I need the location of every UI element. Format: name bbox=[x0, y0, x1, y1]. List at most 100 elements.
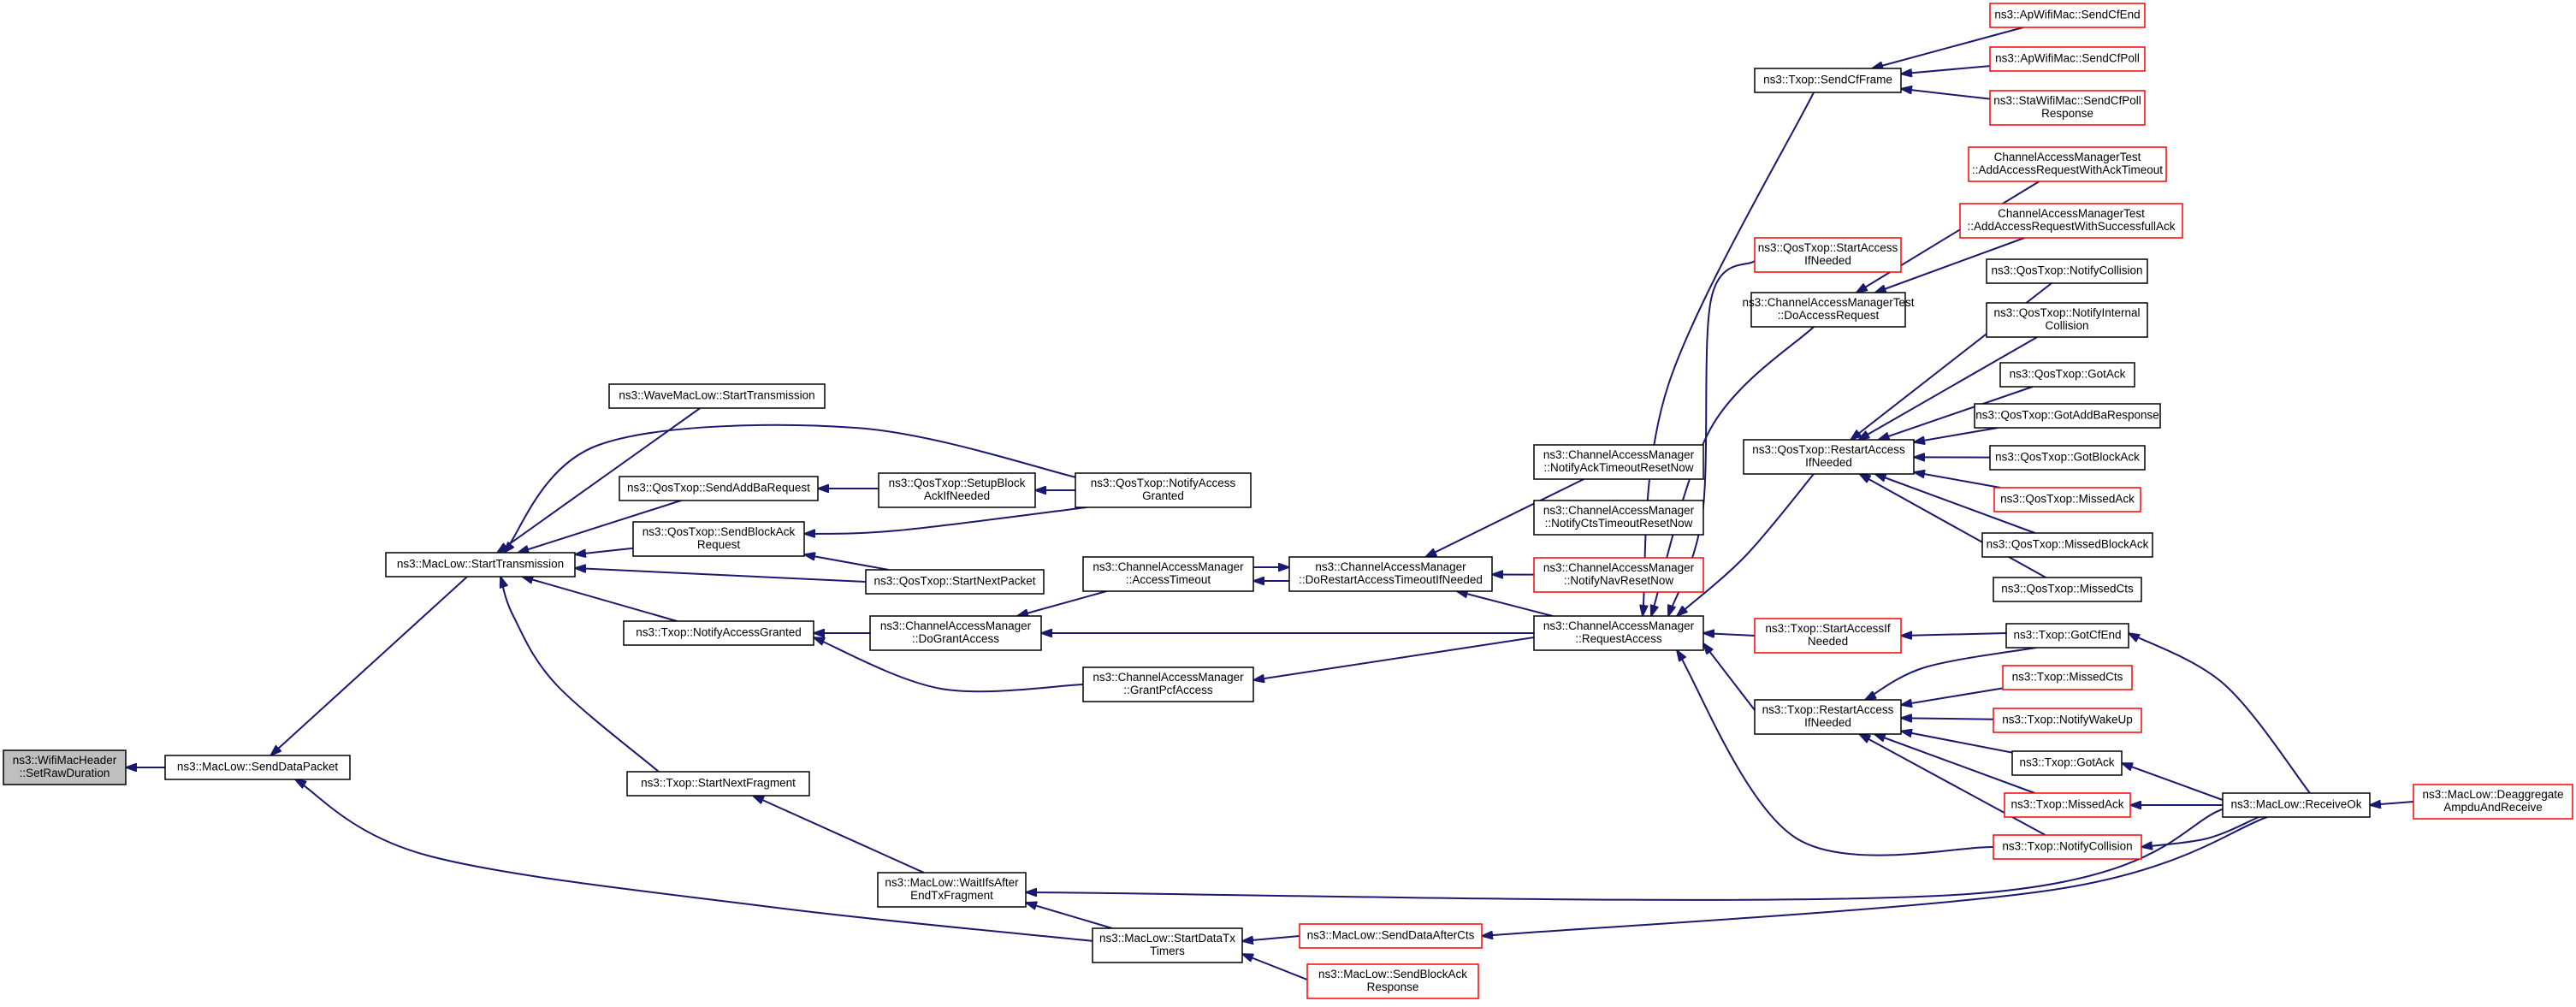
node-label: ns3::QosTxop::StartAccess bbox=[1758, 241, 1898, 254]
call-edge bbox=[1242, 935, 1300, 941]
graph-node-senddatapacket[interactable]: ns3::MacLow::SendDataPacket bbox=[164, 755, 351, 780]
graph-node-txopmissedack[interactable]: ns3::Txop::MissedAck bbox=[2004, 792, 2131, 818]
node-label: ns3::ChannelAccessManager bbox=[1315, 560, 1466, 573]
call-edge bbox=[504, 424, 1081, 553]
call-edge bbox=[753, 796, 925, 874]
node-label: ns3::WifiMacHeader bbox=[13, 754, 117, 767]
call-edge bbox=[1901, 732, 2013, 754]
node-label: EndTxFragment bbox=[910, 889, 993, 902]
call-edge bbox=[500, 577, 660, 773]
node-box bbox=[1986, 302, 2148, 338]
graph-node-qosgotaddba[interactable]: ns3::QosTxop::GotAddBaResponse bbox=[1974, 403, 2161, 429]
node-label: Request bbox=[697, 538, 741, 551]
node-box bbox=[1989, 445, 2146, 471]
node-label: ::AccessTimeout bbox=[1126, 573, 1211, 586]
call-edge bbox=[1425, 478, 1584, 557]
graph-node-camacktimeout[interactable]: ChannelAccessManagerTest::AddAccessReque… bbox=[1968, 146, 2167, 182]
graph-node-sendaddba[interactable]: ns3::QosTxop::SendAddBaRequest bbox=[619, 476, 819, 501]
node-box bbox=[1299, 923, 1483, 949]
node-label: ns3::Txop::MissedCts bbox=[2012, 671, 2123, 684]
node-box bbox=[608, 383, 826, 409]
graph-node-receiveok[interactable]: ns3::MacLow::ReceiveOk bbox=[2222, 792, 2371, 818]
node-label: ns3::Txop::NotifyCollision bbox=[2002, 840, 2132, 853]
graph-node-qosgotack[interactable]: ns3::QosTxop::GotAck bbox=[1999, 362, 2135, 388]
graph-node-qosmissedack[interactable]: ns3::QosTxop::MissedAck bbox=[1993, 487, 2141, 512]
graph-node-qosgotblockack[interactable]: ns3::QosTxop::GotBlockAck bbox=[1989, 445, 2146, 471]
node-label: ns3::MacLow::SendDataPacket bbox=[177, 761, 339, 773]
node-label: ns3::ChannelAccessManager bbox=[880, 619, 1032, 632]
graph-node-txopnotifycollision[interactable]: ns3::Txop::NotifyCollision bbox=[1993, 834, 2142, 860]
graph-node-notifyacktimeout[interactable]: ns3::ChannelAccessManager::NotifyAckTime… bbox=[1533, 444, 1704, 480]
node-label: ::AddAccessRequestWithSuccessfullAck bbox=[1967, 220, 2175, 233]
node-box bbox=[1743, 439, 1915, 475]
node-box bbox=[877, 872, 1027, 908]
node-box bbox=[385, 552, 576, 578]
node-label: ::DoAccessRequest bbox=[1778, 309, 1880, 322]
graph-node-qosnotifycollision[interactable]: ns3::QosTxop::NotifyCollision bbox=[1986, 258, 2148, 284]
call-edge bbox=[575, 547, 634, 554]
graph-node-camdoaccess[interactable]: ns3::ChannelAccessManagerTest::DoAccessR… bbox=[1742, 292, 1915, 328]
node-box bbox=[1993, 708, 2142, 733]
graph-node-apcfpoll[interactable]: ns3::ApWifiMac::SendCfPoll bbox=[1989, 46, 2146, 72]
call-edge bbox=[1901, 89, 1991, 100]
node-label: ::SetRawDuration bbox=[20, 767, 110, 779]
graph-node-wavemaclow[interactable]: ns3::WaveMacLow::StartTransmission bbox=[608, 383, 826, 409]
node-label: ns3::ChannelAccessManager bbox=[1543, 504, 1695, 517]
graph-node-qosmissedcts[interactable]: ns3::QosTxop::MissedCts bbox=[1993, 577, 2142, 602]
call-edge bbox=[518, 500, 682, 553]
graph-node-dorestart[interactable]: ns3::ChannelAccessManager::DoRestartAcce… bbox=[1288, 556, 1493, 592]
node-box bbox=[1075, 472, 1252, 508]
graph-node-qosmissedblockack[interactable]: ns3::QosTxop::MissedBlockAck bbox=[1981, 532, 2153, 558]
graph-node-sendcfframe[interactable]: ns3::Txop::SendCfFrame bbox=[1754, 68, 1902, 93]
graph-node-starttransmission[interactable]: ns3::MacLow::StartTransmission bbox=[385, 552, 576, 578]
node-box bbox=[1959, 203, 2183, 239]
node-label: ns3::MacLow::StartDataTx bbox=[1099, 932, 1235, 945]
graph-node-qosnotifyaccess[interactable]: ns3::QosTxop::NotifyAccessGranted bbox=[1075, 472, 1252, 508]
graph-node-txopnotifywakeup[interactable]: ns3::Txop::NotifyWakeUp bbox=[1993, 708, 2142, 733]
node-label: ns3::MacLow::Deaggregate bbox=[2422, 788, 2563, 801]
node-label: ns3::ApWifiMac::SendCfEnd bbox=[1994, 9, 2140, 21]
node-box bbox=[623, 620, 814, 646]
node-label: Collision bbox=[2045, 319, 2088, 332]
node-box bbox=[1968, 146, 2167, 182]
node-label: ns3::ChannelAccessManager bbox=[1543, 619, 1695, 632]
node-label: ::RequestAccess bbox=[1575, 632, 1662, 645]
node-box bbox=[1989, 3, 2146, 28]
graph-node-txopmissedcts[interactable]: ns3::Txop::MissedCts bbox=[2002, 665, 2133, 690]
call-edge bbox=[1875, 473, 2035, 534]
graph-node-senddataaftercts[interactable]: ns3::MacLow::SendDataAfterCts bbox=[1299, 923, 1483, 949]
graph-node-startnextfragment[interactable]: ns3::Txop::StartNextFragment bbox=[626, 771, 810, 797]
graph-node-notifyctstimeout[interactable]: ns3::ChannelAccessManager::NotifyCtsTime… bbox=[1533, 500, 1704, 536]
node-label: ns3::QosTxop::SendBlockAck bbox=[643, 525, 796, 538]
graph-node-camsuccessack[interactable]: ChannelAccessManagerTest::AddAccessReque… bbox=[1959, 203, 2183, 239]
graph-node-txopgotcfend[interactable]: ns3::Txop::GotCfEnd bbox=[2005, 623, 2129, 649]
graph-node-txopnotifyaccess[interactable]: ns3::Txop::NotifyAccessGranted bbox=[623, 620, 814, 646]
graph-node-grantpcf[interactable]: ns3::ChannelAccessManager::GrantPcfAcces… bbox=[1082, 666, 1254, 702]
call-edge bbox=[270, 576, 468, 755]
node-box bbox=[2011, 750, 2123, 776]
node-box bbox=[2222, 792, 2371, 818]
graph-node-startnextpacket[interactable]: ns3::QosTxop::StartNextPacket bbox=[865, 569, 1045, 595]
graph-node-requestaccess[interactable]: ns3::ChannelAccessManager::RequestAccess bbox=[1533, 615, 1704, 651]
call-edge bbox=[1860, 474, 2046, 578]
call-edge bbox=[1874, 733, 2035, 794]
graph-node-notifynavreset[interactable]: ns3::ChannelAccessManager::NotifyNavRese… bbox=[1533, 557, 1704, 593]
graph-node-accesstimeout[interactable]: ns3::ChannelAccessManager::AccessTimeout bbox=[1082, 556, 1254, 592]
call-edge bbox=[1026, 808, 2225, 901]
graph-node-dograntaccess[interactable]: ns3::ChannelAccessManager::DoGrantAccess bbox=[869, 615, 1042, 651]
graph-node-apcfend[interactable]: ns3::ApWifiMac::SendCfEnd bbox=[1989, 3, 2146, 28]
graph-node-txopgotack[interactable]: ns3::Txop::GotAck bbox=[2011, 750, 2123, 776]
call-edge bbox=[1901, 718, 1994, 720]
